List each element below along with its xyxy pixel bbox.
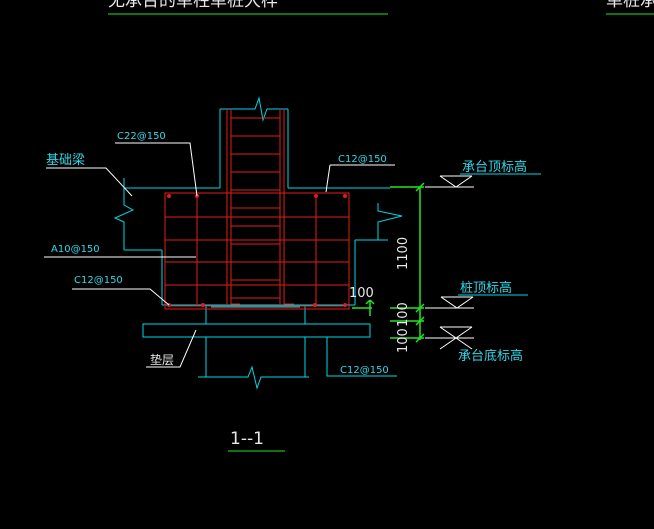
label-rebar-bottom-left: C12@150 xyxy=(74,275,123,286)
dim-cap-height: 1100 xyxy=(396,237,411,270)
leader-lines xyxy=(44,142,395,368)
dim-pile-embed: 100 xyxy=(349,286,374,301)
label-rebar-bottom-right: C12@150 xyxy=(340,365,389,376)
dim-cushion-b: 100 xyxy=(396,328,411,353)
section-label: 1--1 xyxy=(230,429,264,449)
label-rebar-top: C22@150 xyxy=(117,131,166,142)
rebar-cage xyxy=(164,109,350,310)
label-cushion: 垫层 xyxy=(150,352,174,367)
leader-lines-cyan xyxy=(326,337,397,377)
concrete-outline xyxy=(113,96,403,390)
elev-cap-top: 承台顶标高 xyxy=(462,159,527,175)
label-rebar-right-top: C12@150 xyxy=(338,154,387,165)
dim-cushion-a: 100 xyxy=(396,302,411,327)
rebar-dots xyxy=(167,194,347,307)
elev-cap-bottom: 承台底标高 xyxy=(458,348,523,364)
drawing-title-left: 无承台的单柱单桩大样 xyxy=(108,0,278,11)
elevation-markers xyxy=(425,175,474,350)
label-stirrup: A10@150 xyxy=(51,244,100,255)
label-foundation-beam: 基础梁 xyxy=(46,153,85,168)
dimension-chain xyxy=(352,182,425,343)
elevation-underlines xyxy=(458,173,541,296)
drawing-title-right: 单桩承 xyxy=(606,0,654,11)
elev-pile-top: 桩顶标高 xyxy=(460,280,512,296)
